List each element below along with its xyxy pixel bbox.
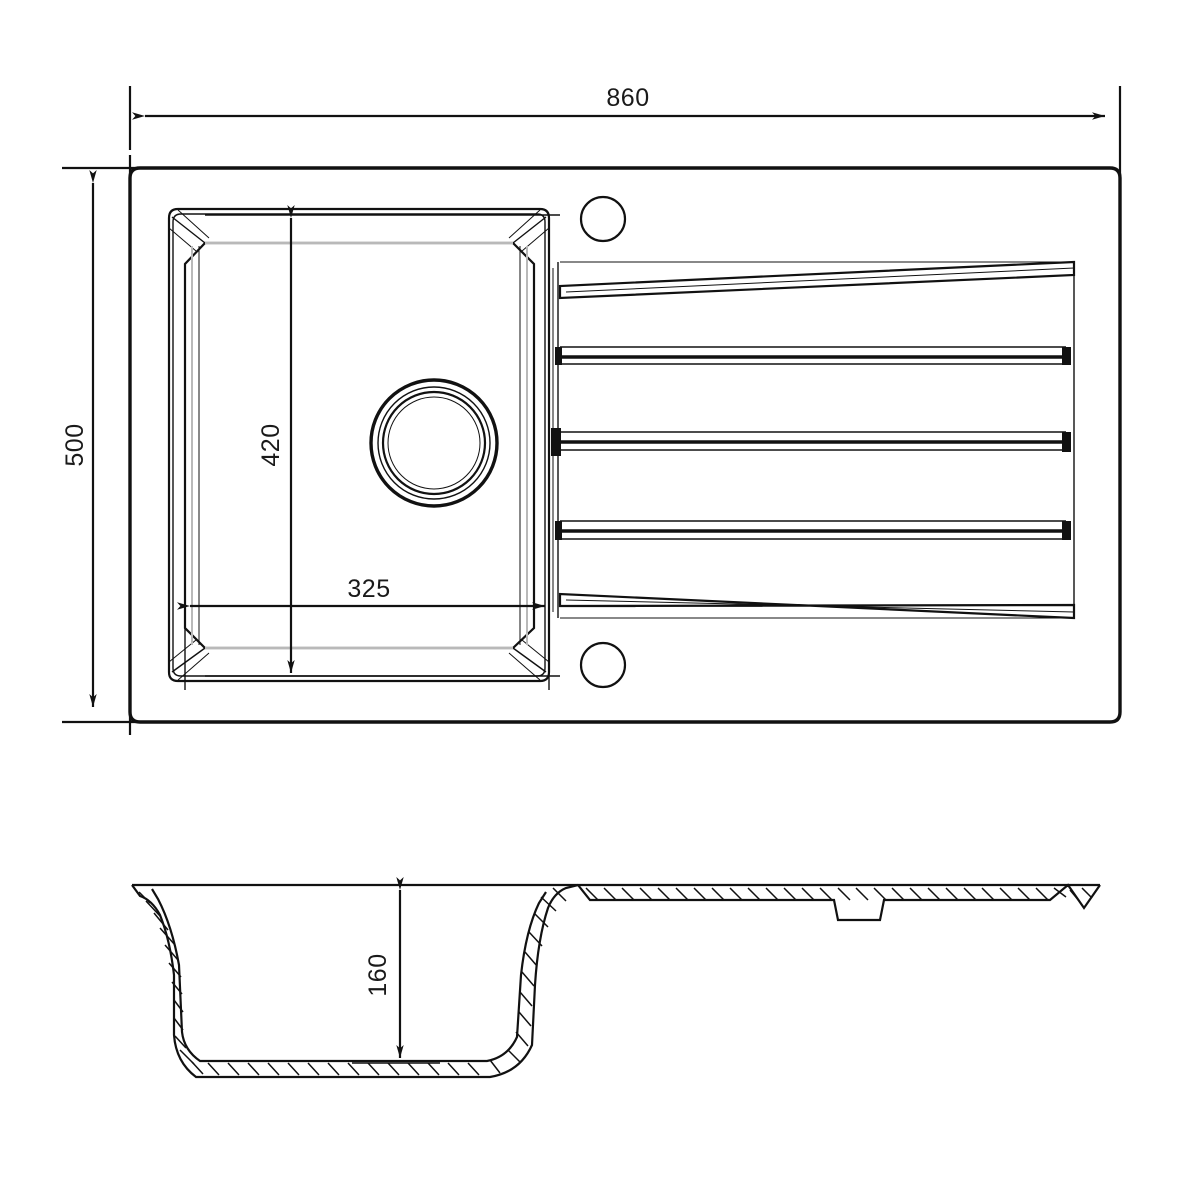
drainer-groove-2 — [555, 346, 1071, 365]
bowl-outer-rim — [167, 207, 551, 683]
section-bowl-hatching — [138, 887, 567, 1076]
dimension-bowl-depth: 420 — [205, 205, 560, 677]
drain-waste — [369, 378, 499, 508]
tap-hole-upper — [579, 195, 627, 243]
drainer-groove-4 — [555, 520, 1071, 540]
dimension-label-160: 160 — [364, 953, 392, 996]
dimension-bowl-height: 160 — [352, 877, 440, 1064]
top-view: 860 500 420 325 — [61, 84, 1122, 735]
tap-hole-lower — [579, 641, 627, 689]
section-drainer-underside — [577, 883, 1101, 922]
drainer-groove-1 — [558, 260, 1076, 300]
drainer-groove-3 — [551, 428, 1071, 456]
drainer-groove-5 — [558, 592, 1076, 620]
dimension-label-500: 500 — [61, 423, 89, 466]
dimension-label-325: 325 — [347, 575, 390, 603]
bowl-corner-bevels — [168, 209, 550, 681]
section-drainer-hatching — [585, 887, 1093, 903]
dimension-overall-width: 860 — [128, 84, 1122, 735]
dimension-overall-depth: 500 — [61, 166, 145, 724]
drainer-board — [551, 260, 1076, 620]
dimension-label-860: 860 — [606, 84, 649, 112]
dimension-label-420: 420 — [257, 423, 285, 466]
bowl-wall-lines — [191, 242, 528, 649]
dimension-bowl-width: 325 — [177, 575, 550, 690]
section-bowl-inner — [151, 888, 547, 1063]
section-view: 160 — [131, 877, 1101, 1079]
